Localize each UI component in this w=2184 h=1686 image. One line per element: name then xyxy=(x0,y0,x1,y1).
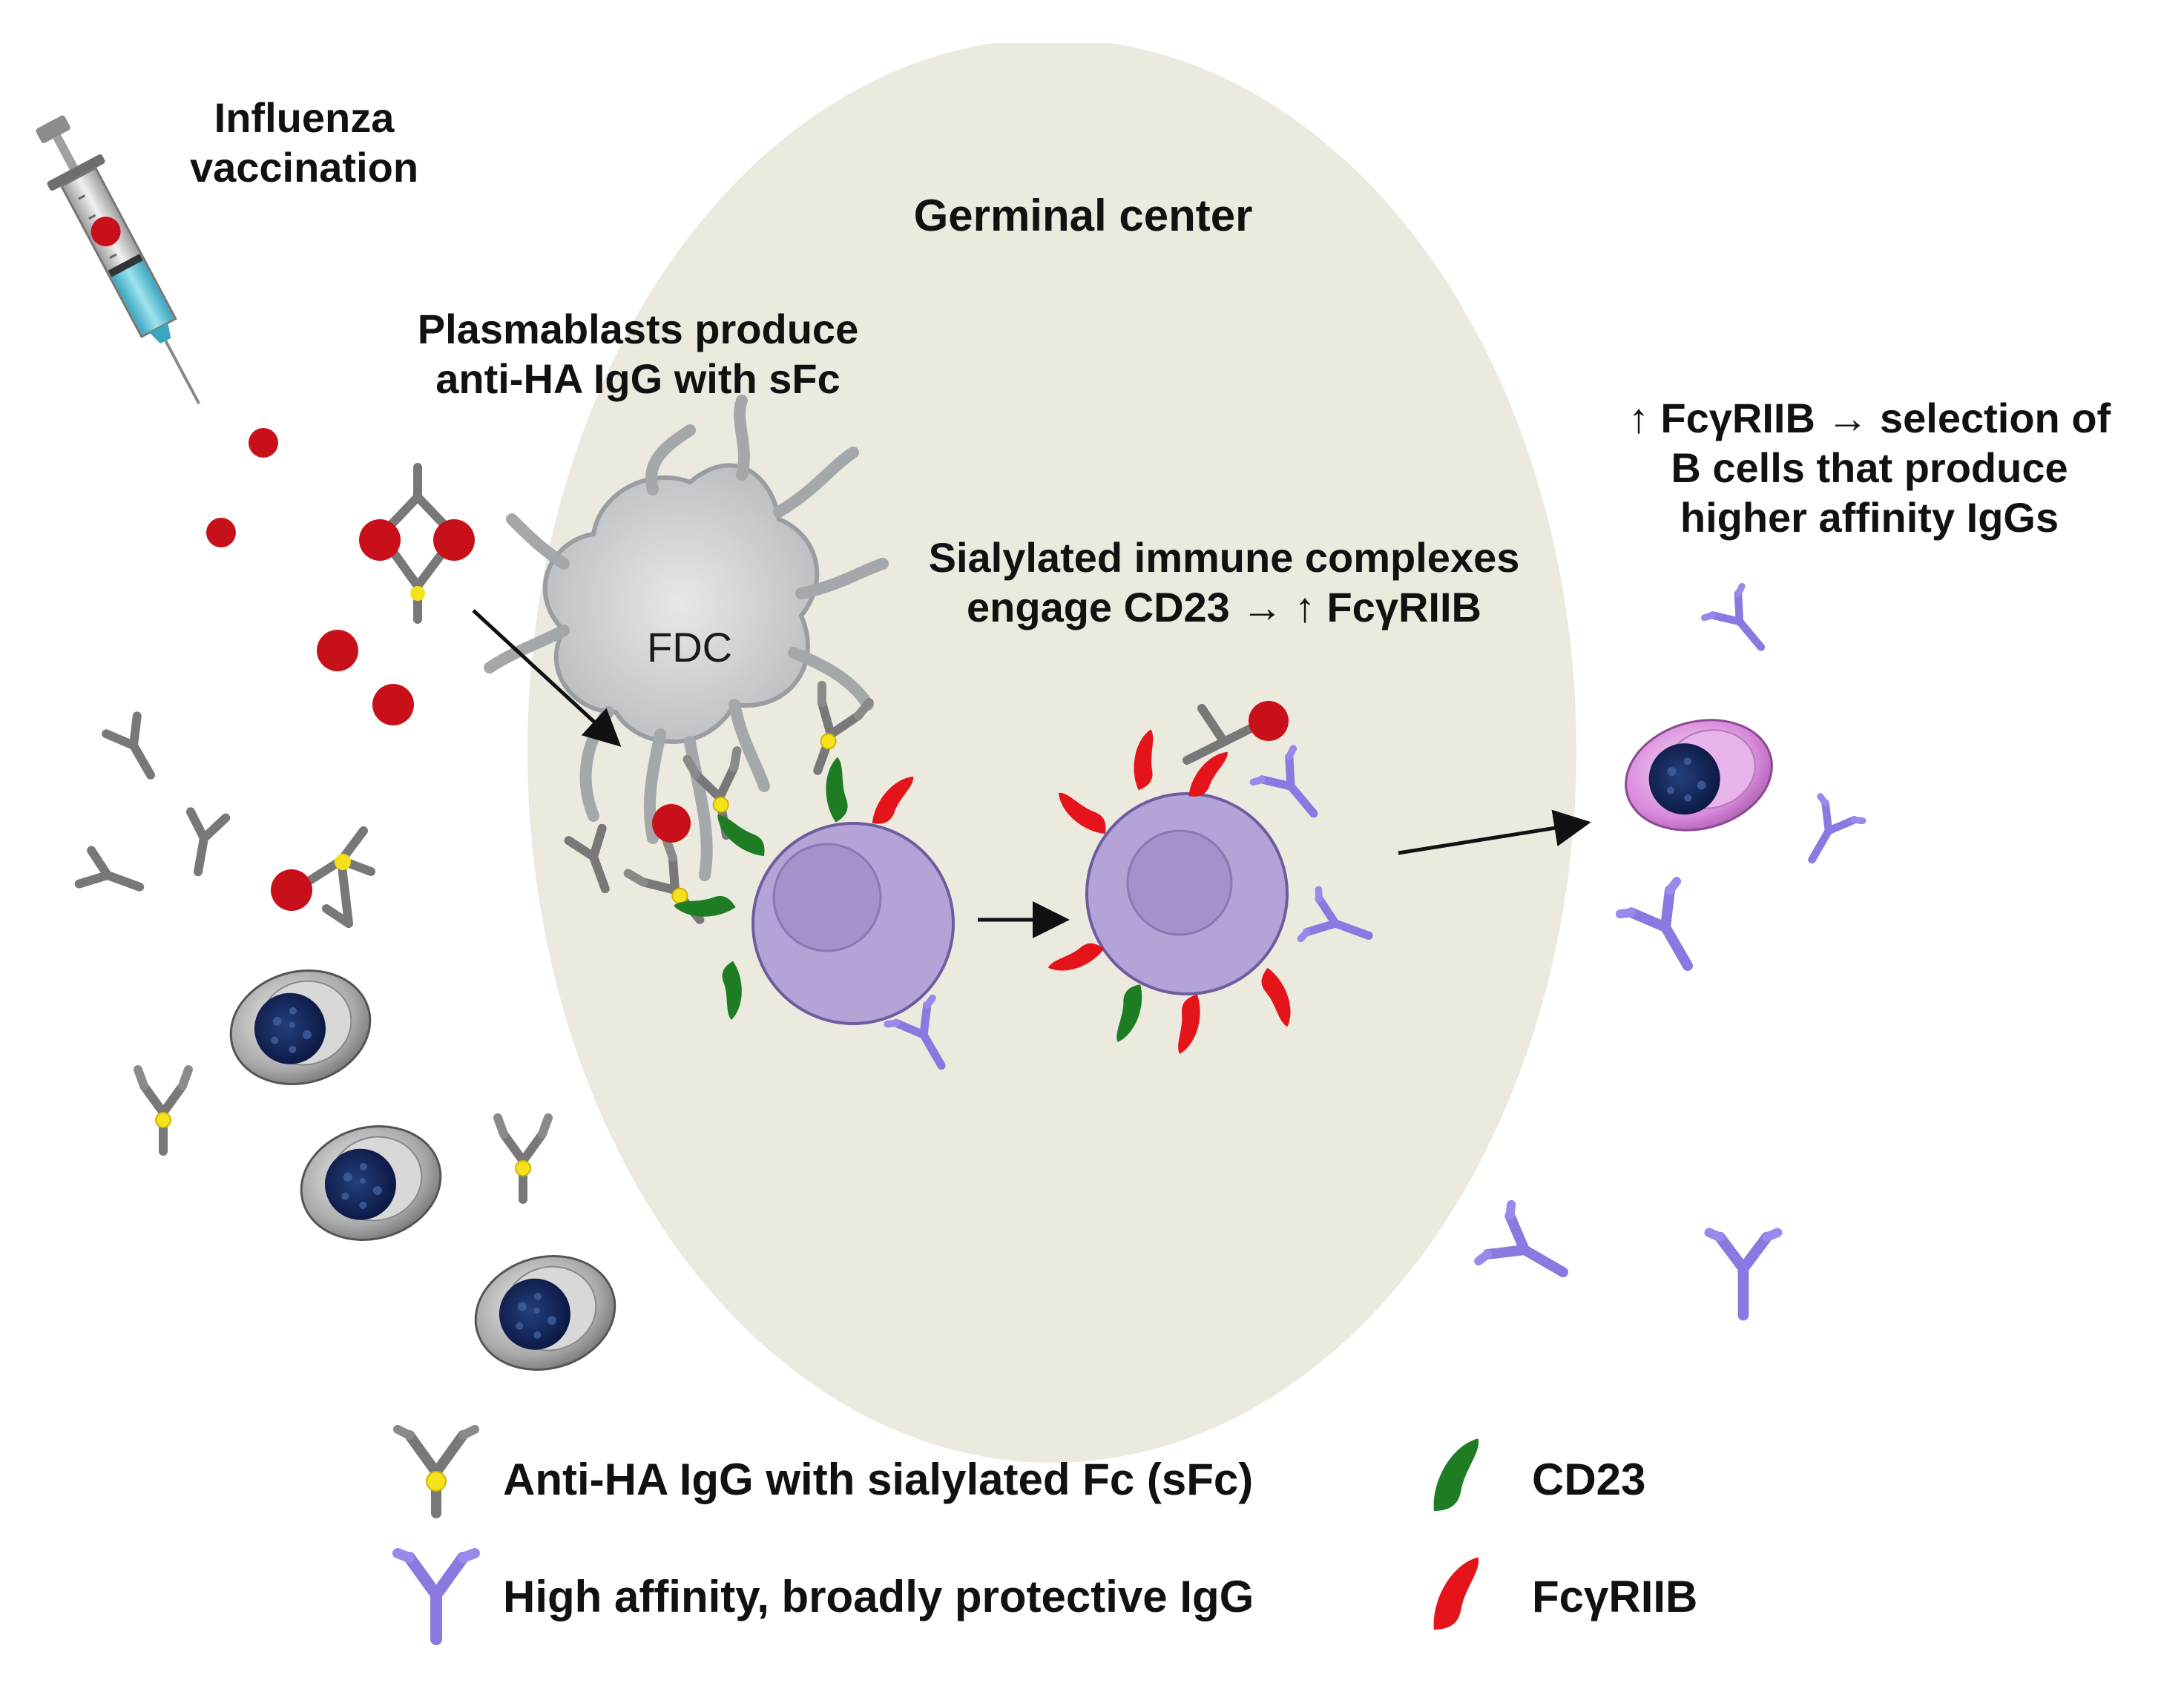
plasma-cell-icon xyxy=(287,1110,455,1257)
igg-gray-icon xyxy=(79,851,146,904)
plasmablasts-label-line2: anti-HA IgG with sFc xyxy=(435,355,841,403)
germinal-center-zone xyxy=(527,39,1576,1463)
igg-purple-icon xyxy=(1479,1205,1579,1300)
antigen-particle xyxy=(652,804,691,843)
legend-sfc-icon xyxy=(393,1425,479,1518)
arrow-to-fdc xyxy=(472,609,622,747)
b-cell-1 xyxy=(751,822,955,1025)
selection-label: ↑ FcγRIIB → selection of B cells that pr… xyxy=(1580,393,2159,543)
immune-complex-small xyxy=(271,826,375,928)
igg-purple-icon xyxy=(1709,1233,1777,1315)
legend-sfc-label: Anti-HA IgG with sialylated Fc (sFc) xyxy=(503,1455,1254,1504)
legend-high-affinity-label: High affinity, broadly protective IgG xyxy=(503,1572,1254,1621)
vaccination-label-line2: vaccination xyxy=(189,144,419,191)
legend-fcgriib-label: FcγRIIB xyxy=(1532,1572,1698,1621)
sialylated-label-line1: Sialylated immune complexes xyxy=(928,534,1520,581)
sialylated-complexes-label: Sialylated immune complexes engage CD23 … xyxy=(861,533,1588,632)
vaccination-label-line1: Influenza xyxy=(214,94,395,141)
selection-label-line3: higher affinity IgGs xyxy=(1680,494,2059,541)
igg-purple-icon xyxy=(1791,797,1863,872)
legend-cd23-label: CD23 xyxy=(1532,1455,1646,1504)
high-affinity-plasma-cell xyxy=(1625,719,1773,832)
immune-complex-icon xyxy=(359,463,475,624)
plasma-cell-icon xyxy=(461,1239,629,1386)
legend-high-affinity-icon xyxy=(392,1548,480,1645)
vaccination-label: Influenza vaccination xyxy=(156,93,453,192)
igg-gray-icon xyxy=(180,811,226,875)
selection-label-line2: B cells that produce xyxy=(1671,444,2068,492)
igg-purple-icon xyxy=(1620,881,1716,982)
fdc-cell xyxy=(484,395,889,881)
igg-gray-icon xyxy=(106,716,166,784)
antigen-particles xyxy=(206,428,414,725)
plasmablasts-label-line1: Plasmablasts produce xyxy=(417,306,859,352)
igg-purple-icon xyxy=(1705,586,1780,662)
plasmablasts-label: Plasmablasts produce anti-HA IgG with sF… xyxy=(371,304,905,404)
legend-cd23-icon xyxy=(1432,1432,1480,1517)
syringe-icon xyxy=(36,115,201,405)
plasma-cell-icon xyxy=(217,954,384,1101)
igg-sfc-icon xyxy=(138,1070,188,1151)
legend-fcgriib-icon xyxy=(1432,1551,1480,1636)
germinal-center-label: Germinal center xyxy=(913,191,1253,240)
igg-sfc-icon xyxy=(498,1118,548,1199)
selection-label-line1: ↑ FcγRIIB → selection of xyxy=(1628,395,2111,441)
fdc-label: FDC xyxy=(647,624,733,671)
sialylated-label-line2: engage CD23 → ↑ FcγRIIB xyxy=(967,584,1481,631)
b-cell-2 xyxy=(1085,792,1289,995)
arrow-to-selection xyxy=(1398,809,1591,855)
immune-complex-on-b-cell xyxy=(1183,701,1289,765)
